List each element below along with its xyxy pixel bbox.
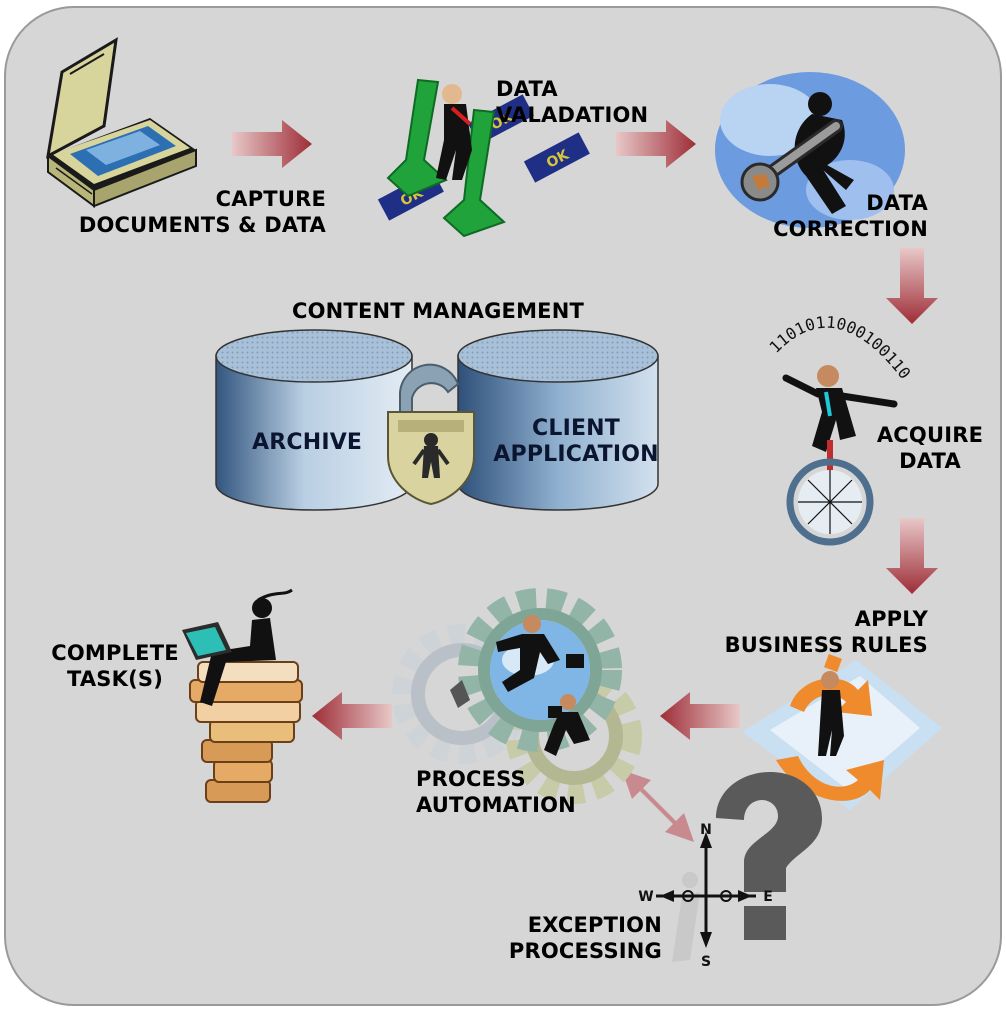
client-application-label-line-1: CLIENT (532, 416, 620, 441)
svg-text:S: S (701, 954, 711, 970)
arrow-acquire-to-rules (886, 518, 938, 594)
rules-label-line-1: APPLY (854, 607, 928, 631)
automation-label-line-1: PROCESS (416, 767, 526, 791)
validation-label-line-2: VALADATION (496, 103, 649, 127)
capture-label: CAPTURE DOCUMENTS & DATA (40, 186, 326, 238)
automation-label: PROCESS AUTOMATION (416, 766, 576, 818)
content-management-icon (215, 329, 659, 511)
exception-label-line-1: EXCEPTION (527, 913, 662, 937)
arrow-automation-to-complete (312, 692, 392, 740)
exception-label: EXCEPTION PROCESSING (470, 912, 662, 964)
padlock-icon (387, 363, 475, 506)
complete-label-line-1: COMPLETE (51, 641, 179, 665)
correction-icon (715, 72, 905, 228)
svg-text:W: W (638, 889, 653, 905)
complete-label-line-2: TASK(S) (66, 667, 164, 691)
arrow-rules-to-automation (660, 692, 740, 740)
arrow-validation-to-correction (616, 120, 696, 168)
arrow-capture-to-validation (232, 120, 312, 168)
rules-label: APPLY BUSINESS RULES (680, 606, 928, 658)
correction-label-line-2: CORRECTION (773, 217, 928, 241)
acquire-label: ACQUIRE DATA (866, 422, 994, 474)
archive-cylinder (215, 329, 413, 511)
arrow-automation-exception-bidirectional (622, 770, 694, 842)
validation-label: DATA VALADATION (496, 76, 648, 128)
scanner-icon (46, 37, 197, 208)
compass-icon: N S W E (638, 822, 773, 970)
correction-label: DATA CORRECTION (760, 190, 928, 242)
books-laptop-icon (182, 588, 303, 803)
capture-label-line-2: DOCUMENTS & DATA (78, 213, 326, 237)
exception-icon: N S W E (638, 772, 822, 970)
validation-label-line-1: DATA (496, 77, 558, 101)
client-application-label-line-2: APPLICATION (493, 442, 659, 467)
acquire-label-line-1: ACQUIRE (876, 423, 984, 447)
acquire-label-line-2: DATA (899, 449, 961, 473)
automation-label-line-2: AUTOMATION (416, 793, 576, 817)
svg-text:N: N (700, 822, 712, 838)
exception-label-line-2: PROCESSING (508, 939, 662, 963)
correction-label-line-1: DATA (866, 191, 928, 215)
complete-label: COMPLETE TASK(S) (40, 640, 190, 692)
capture-label-line-1: CAPTURE (215, 187, 326, 211)
arrow-correction-to-acquire (886, 248, 938, 324)
content-management-title: CONTENT MANAGEMENT (291, 299, 585, 323)
gears-icon (392, 588, 642, 804)
rules-label-line-2: BUSINESS RULES (724, 633, 928, 657)
business-rules-icon (742, 654, 942, 810)
svg-text:E: E (763, 889, 773, 905)
client-application-label: CLIENT APPLICATION (490, 416, 662, 468)
archive-label: ARCHIVE (252, 430, 363, 455)
client-application-cylinder (457, 329, 659, 511)
